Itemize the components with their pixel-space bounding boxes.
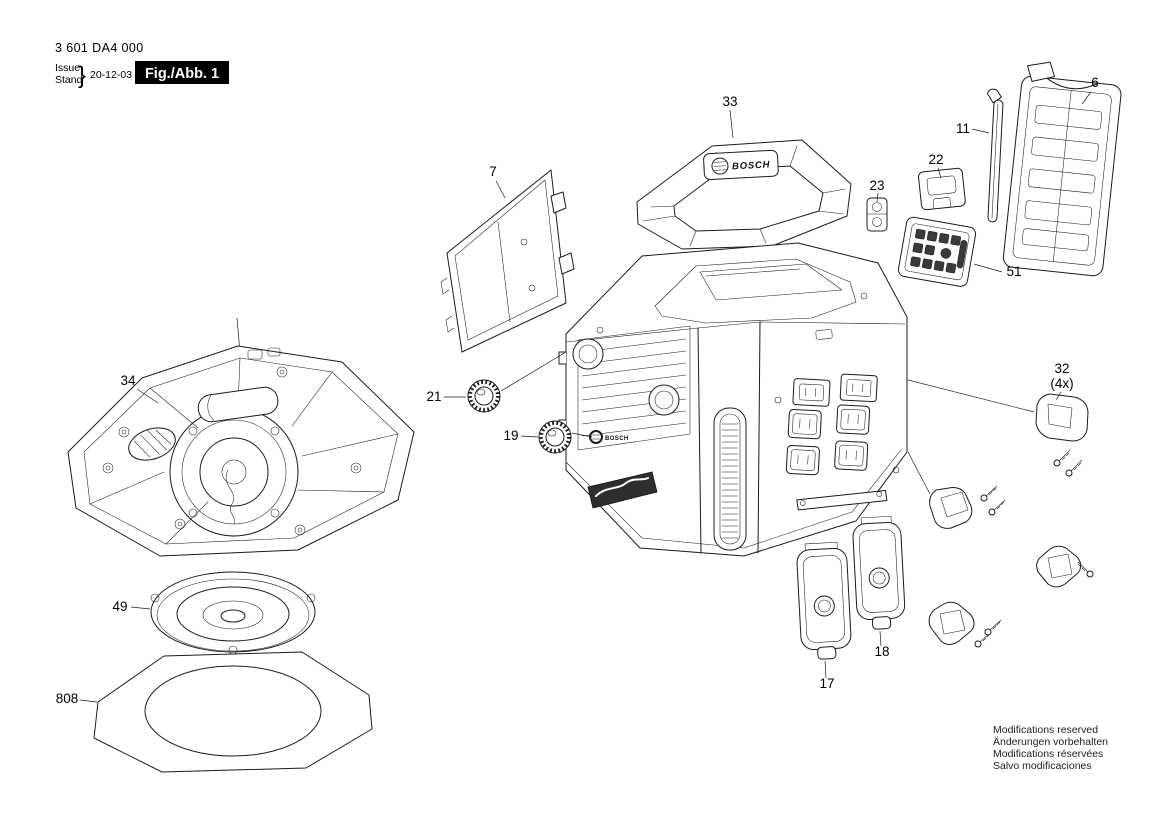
callout-19: 19 — [503, 428, 518, 443]
part-33-carry-handle: BOSCH — [636, 139, 852, 250]
issue-date: 20-12-03 — [90, 69, 132, 81]
part-808-base-gasket — [93, 651, 373, 773]
footer-notes: Modifications reserved Änderungen vorbeh… — [993, 724, 1108, 772]
figure-label: Fig./Abb. 1 — [145, 66, 219, 82]
part-51-keypad — [897, 216, 977, 287]
part-49-speaker — [150, 571, 316, 655]
footer-line-3: Modifications réservées — [993, 748, 1103, 760]
part-11-rod — [986, 88, 1004, 223]
callout-32: 32 — [1054, 361, 1069, 376]
callout-33: 33 — [722, 94, 737, 109]
front-slot — [713, 407, 747, 551]
front-badge-text: BOSCH — [605, 436, 629, 442]
callout-34: 34 — [120, 373, 136, 388]
footer-line-4: Salvo modificaciones — [993, 760, 1092, 772]
callout-49: 49 — [112, 599, 127, 614]
part-32-bumpers — [928, 393, 1094, 648]
issue-label: Issue — [55, 62, 80, 74]
brace-glyph: } — [78, 62, 86, 89]
callout-17: 17 — [819, 676, 834, 691]
callout-21: 21 — [426, 389, 441, 404]
screw-icon — [974, 449, 1094, 648]
part-number: 3 601 DA4 000 — [55, 41, 144, 55]
callout-7: 7 — [489, 164, 497, 179]
part-7-side-panel — [440, 169, 575, 353]
front-badge: BOSCH — [589, 430, 629, 444]
speaker-grille — [577, 325, 691, 451]
leader-lines — [79, 91, 1092, 703]
part-22-latch — [918, 167, 966, 211]
callout-labels: 33 7 6 11 22 23 51 21 19 34 49 808 32 (4… — [56, 75, 1099, 706]
footer-line-2: Änderungen vorbehalten — [993, 736, 1108, 748]
callout-6: 6 — [1091, 75, 1099, 90]
footer-line-1: Modifications reserved — [993, 724, 1098, 736]
figure-label-box — [135, 61, 229, 84]
part-17-battery-cover — [796, 541, 852, 660]
callout-22: 22 — [928, 152, 943, 167]
callout-18: 18 — [874, 644, 889, 659]
part-19-knob — [538, 420, 572, 454]
callout-32-qty: (4x) — [1050, 376, 1073, 391]
part-23-contact — [866, 197, 888, 232]
part-18-battery-cover — [852, 516, 906, 630]
callout-11: 11 — [956, 121, 970, 136]
part-34-chassis — [67, 345, 415, 557]
outlet-panel — [785, 373, 888, 511]
callout-23: 23 — [869, 178, 884, 193]
model-label — [587, 471, 658, 509]
radio-body: BOSCH — [558, 242, 908, 557]
knob-posts — [572, 338, 680, 416]
title-block: 3 601 DA4 000 Issue Stand } 20-12-03 Fig… — [55, 41, 229, 89]
callout-51: 51 — [1006, 264, 1021, 279]
handle-brand-text: BOSCH — [732, 159, 771, 172]
part-6-battery-door — [1002, 61, 1122, 277]
callout-808: 808 — [56, 691, 79, 706]
stand-label: Stand — [55, 74, 83, 86]
part-21-knob — [467, 379, 501, 413]
